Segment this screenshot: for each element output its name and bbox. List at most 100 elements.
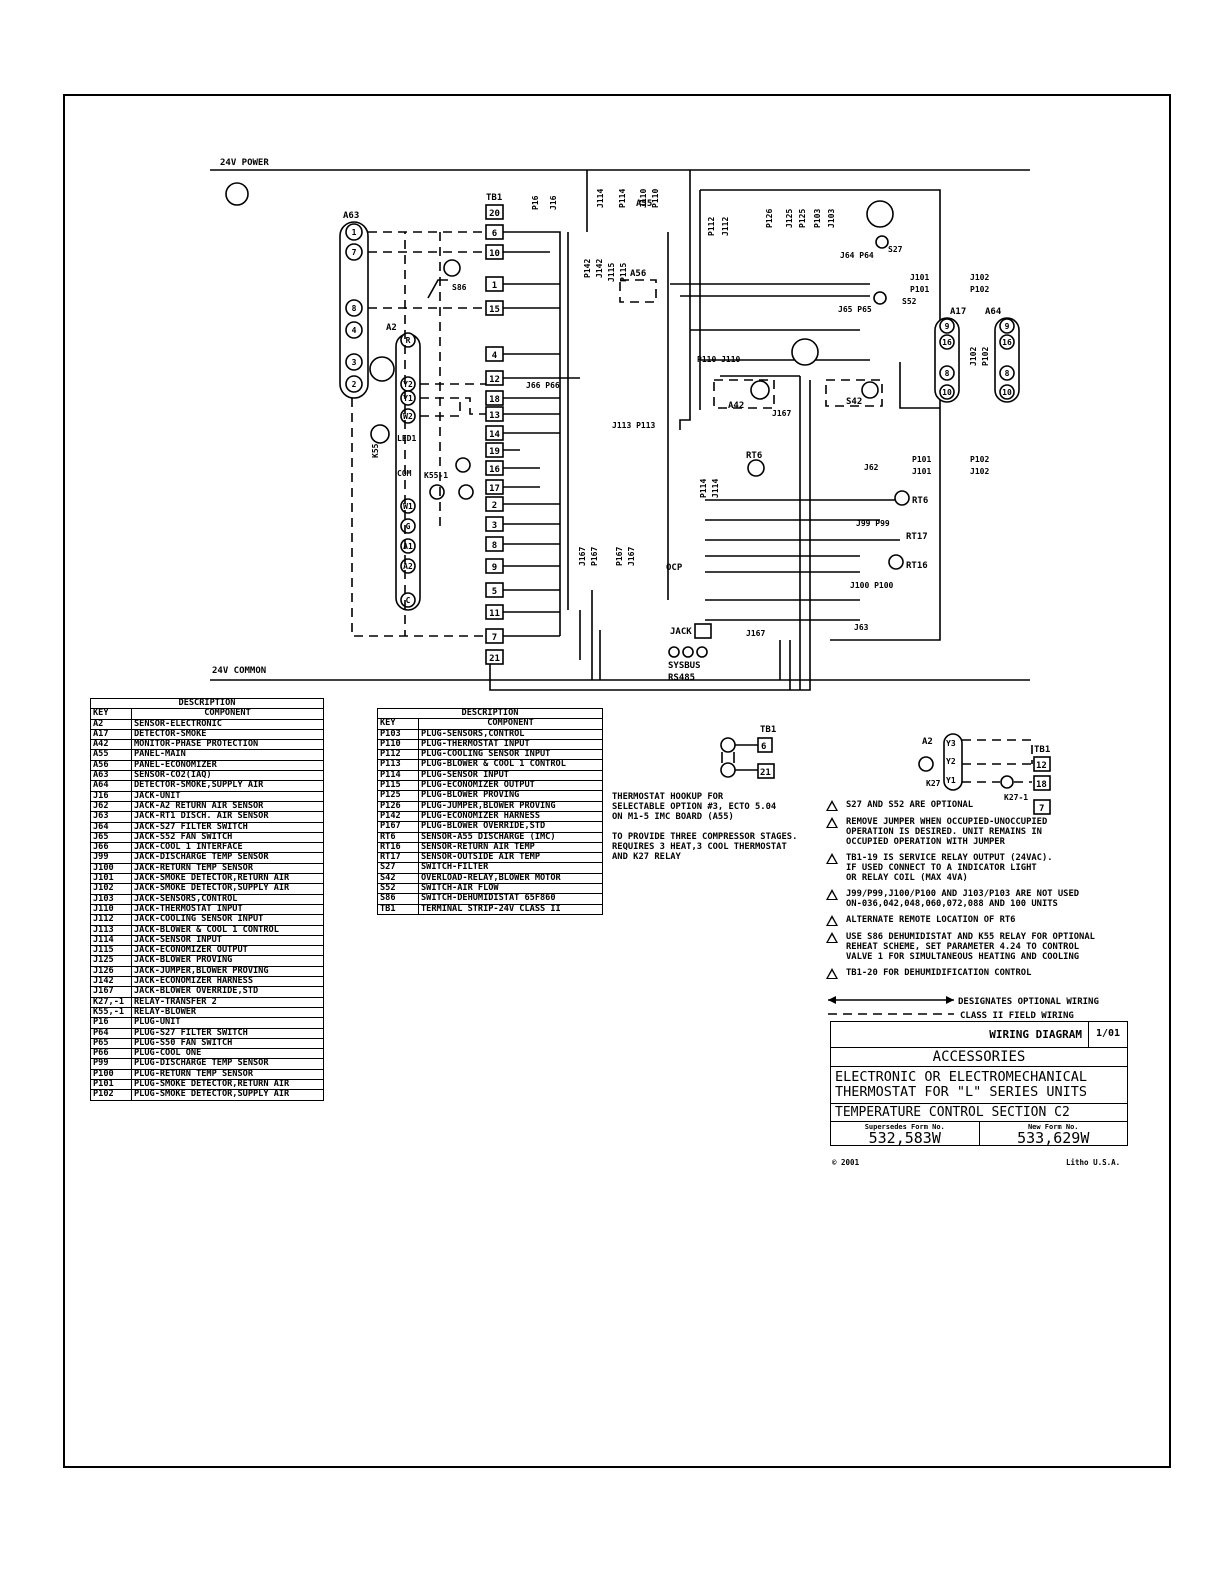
k55-relay-coil-icon	[370, 424, 390, 444]
legend-key: J63	[90, 811, 132, 823]
p102-label-lower: P102	[970, 455, 989, 464]
k55-label: K55	[371, 443, 380, 458]
title-block-title: WIRING DIAGRAM	[831, 1022, 1089, 1047]
fire-alarm-terminal-21-label: 21	[760, 768, 771, 778]
legend-component: JACK-UNIT	[131, 790, 324, 802]
legend-component: SENSOR-CO2(IAQ)	[131, 770, 324, 782]
legend-component: PLUG-RETURN TEMP SENSOR	[131, 1068, 324, 1080]
legend-key: J99	[90, 852, 132, 864]
legend-mid-component-header: COMPONENT	[418, 718, 603, 730]
title-block-description: ELECTRONIC OR ELECTROMECHANICAL THERMOST…	[835, 1069, 1087, 1100]
a2-pin-label: Y1	[403, 394, 413, 403]
k55-1-contact-icon	[455, 457, 471, 473]
a64-pin-16	[999, 334, 1015, 350]
legend-key: J16	[90, 790, 132, 802]
a2-pin-label: G	[406, 522, 411, 531]
a17-pin-10	[939, 384, 955, 400]
j65p65-label: J65 P65	[838, 305, 872, 314]
j167-label-a: J167	[578, 547, 587, 566]
tb1-terminal-label: 21	[489, 654, 500, 664]
note-text: TB1-19 IS SERVICE RELAY OUTPUT (24VAC). …	[846, 853, 1053, 883]
legend-key: J112	[90, 914, 132, 926]
j101-label: J101	[910, 273, 929, 282]
legend-key: S86	[377, 893, 419, 905]
k55-1-contact-7-icon	[458, 484, 474, 500]
thermostat-field-wiring	[420, 383, 486, 417]
tb1-terminal-20	[485, 204, 504, 220]
legend-component: TERMINAL STRIP-24V CLASS II	[418, 903, 603, 915]
k27-field-wire-top	[962, 739, 1033, 764]
legend-component: JACK-DISCHARGE TEMP SENSOR	[131, 852, 324, 864]
j125-label: J125	[785, 209, 794, 228]
legend-component: JACK-RETURN TEMP SENSOR	[131, 862, 324, 875]
legend-key: J101	[90, 873, 132, 885]
s86-switch-icon	[427, 279, 448, 299]
j142-label: J142	[595, 259, 604, 278]
tb1-terminal-label: 7	[492, 633, 497, 643]
k27-a2-sensor	[943, 733, 963, 791]
sysbus-jack	[694, 623, 712, 639]
k55-1-label: K55-1	[424, 471, 448, 480]
title-block-revision: 1/01	[1095, 1028, 1121, 1039]
rt16-sensor-icon	[888, 554, 904, 570]
j167-label-c: J167	[746, 629, 765, 638]
k27-a2-label: A2	[922, 737, 933, 747]
p110j110-label: P110 J110	[697, 355, 741, 364]
drawing-sheet	[63, 94, 1171, 1468]
legend-component: PLUG-ECONOMIZER OUTPUT	[418, 780, 603, 792]
note-item: J99/P99,J100/P100 AND J103/P103 ARE NOT …	[826, 889, 1156, 909]
j110-label: J110	[639, 189, 648, 208]
a63-pin-2	[345, 375, 363, 393]
legend-component: JACK-BLOWER PROVING	[131, 955, 324, 967]
k27-terminal-18-label: 18	[1036, 780, 1047, 790]
p102-label-v: P102	[981, 347, 990, 366]
j103-label: J103	[827, 209, 836, 228]
p167-label-b: P167	[615, 547, 624, 566]
legend-key: A55	[90, 749, 132, 761]
k27-label: K27	[926, 779, 941, 788]
a17-pin-label: 10	[942, 388, 952, 397]
legend-key: J113	[90, 924, 132, 936]
legend-component: JACK-SMOKE DETECTOR,RETURN AIR	[131, 873, 324, 885]
k27-y3-label: Y3	[946, 739, 956, 748]
sysbus-label: SYSBUS	[668, 661, 701, 671]
a2-sensor-element-icon	[369, 356, 395, 382]
legend-key: J100	[90, 862, 132, 875]
p142-label: P142	[583, 259, 592, 278]
p16-label: P16	[531, 195, 540, 210]
fire-alarm-terminal-6-label: 6	[761, 742, 766, 752]
s52-switch-icon	[873, 291, 887, 305]
tb1-terminal-label: 12	[489, 375, 500, 385]
legend-key: A64	[90, 780, 132, 792]
legend-component: PLUG-SENSOR INPUT	[418, 769, 603, 782]
legend-component: JACK-COOLING SENSOR INPUT	[131, 914, 324, 926]
a2-pin-label: W1	[403, 502, 413, 511]
p125-label: P125	[798, 209, 807, 228]
legend-component: SENSOR-ELECTRONIC	[131, 718, 324, 730]
legend-component: PLUG-ECONOMIZER HARNESS	[418, 810, 603, 823]
k27-1-contact-icon	[1000, 775, 1014, 789]
legend-key: P142	[377, 810, 419, 823]
tb1-terminal-label: 9	[492, 563, 497, 573]
legend-component: PLUG-S27 FILTER SWITCH	[131, 1027, 324, 1039]
